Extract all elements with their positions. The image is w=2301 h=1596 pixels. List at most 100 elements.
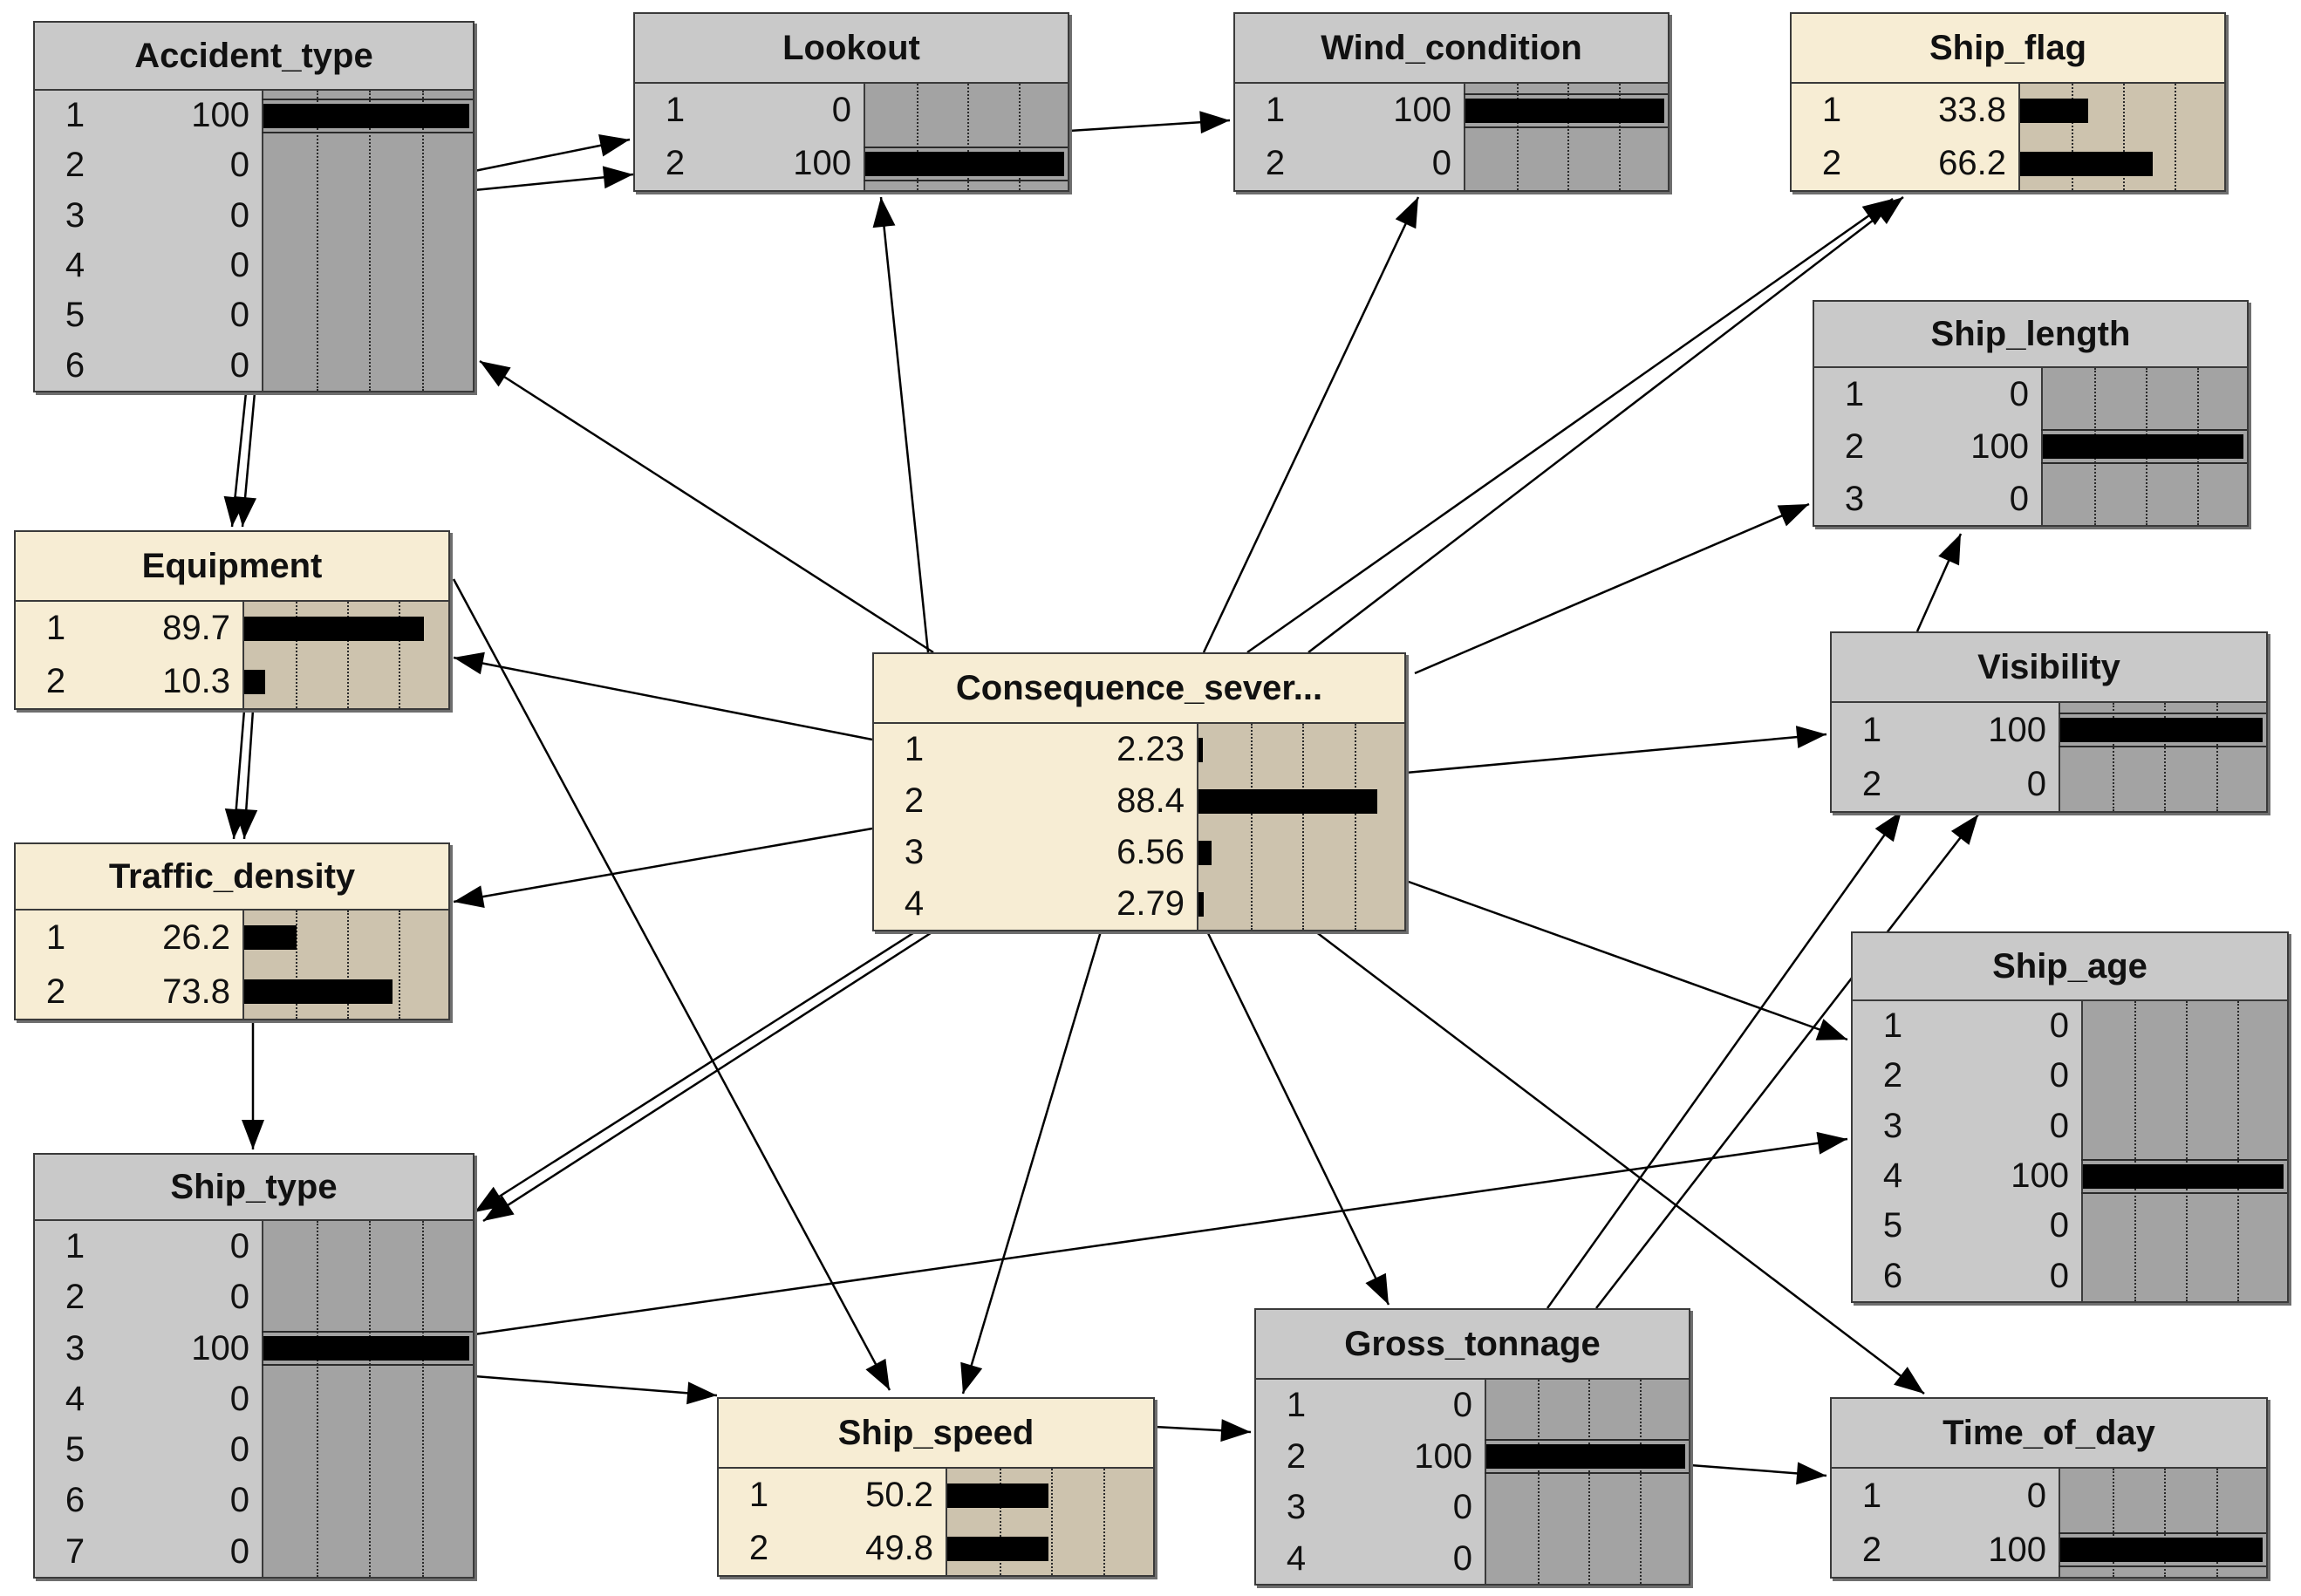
probability-value: 0	[229, 1480, 249, 1519]
gridline	[2186, 1001, 2188, 1301]
probability-value: 0	[229, 1226, 249, 1265]
edge-arrowhead	[483, 1195, 515, 1221]
gridline	[2164, 1469, 2166, 1577]
edge-arrowhead	[480, 361, 511, 387]
probability-value: 0	[229, 1379, 249, 1418]
bar-area	[2081, 1001, 2287, 1301]
probability-bar	[244, 979, 393, 1004]
gridline	[369, 1221, 371, 1577]
bar-area	[1485, 1380, 1689, 1584]
gridline	[422, 1221, 424, 1577]
state-label: 1	[1265, 91, 1286, 129]
edge-line	[474, 1137, 1848, 1336]
gridline	[347, 911, 349, 1019]
probability-value: 100	[793, 144, 851, 182]
probability-value: 10.3	[162, 662, 230, 700]
state-label: 6	[65, 1480, 85, 1519]
bar-area	[262, 1221, 473, 1577]
gridline	[399, 602, 400, 708]
probability-value: 0	[2026, 1476, 2046, 1515]
edge-line	[1405, 879, 1848, 1041]
probability-value: 2.23	[1116, 730, 1185, 768]
edge-line	[1595, 814, 1979, 1309]
edge-arrowhead	[686, 1381, 717, 1405]
probability-value: 0	[229, 346, 249, 385]
probability-value: 0	[2049, 1056, 2069, 1095]
state-label: 1	[748, 1476, 769, 1514]
state-label: 1	[1844, 374, 1865, 413]
probability-bar	[2060, 718, 2263, 742]
state-label: 4	[1286, 1539, 1307, 1578]
state-label: 4	[65, 1379, 85, 1418]
probability-value: 0	[229, 146, 249, 184]
probability-value: 88.4	[1116, 781, 1185, 820]
probability-bar	[1198, 840, 1212, 865]
gridline	[1000, 1469, 1001, 1575]
state-label: 3	[1844, 479, 1865, 518]
gridline	[1517, 84, 1519, 190]
probability-bar	[2060, 1538, 2263, 1562]
state-label: 2	[1882, 1056, 1903, 1095]
probability-value: 0	[229, 296, 249, 334]
state-label: 2	[45, 662, 66, 700]
probability-value: 0	[1452, 1539, 1472, 1578]
probability-bar	[1486, 1443, 1685, 1469]
probability-bar	[1198, 788, 1377, 814]
evidence-marker-line	[1485, 1438, 1689, 1441]
probability-value: 0	[1452, 1386, 1472, 1424]
edge-line	[453, 827, 873, 904]
probability-bar	[2043, 434, 2243, 459]
state-label: 6	[65, 346, 85, 385]
state-label: 2	[1821, 144, 1842, 182]
state-label: 4	[65, 246, 85, 284]
edge-arrowhead	[1199, 111, 1230, 134]
gridline	[2113, 1469, 2114, 1577]
gridline	[296, 911, 297, 1019]
edge-line	[1308, 196, 1904, 653]
bar-area	[262, 91, 473, 391]
edge-arrowhead	[1220, 1419, 1251, 1443]
node-title: Lookout	[635, 14, 1068, 84]
edge-line	[1546, 810, 1903, 1309]
state-label: 2	[1861, 1530, 1882, 1569]
gridline	[1619, 84, 1621, 190]
state-label: 3	[65, 196, 85, 235]
gridline	[1051, 1469, 1053, 1575]
